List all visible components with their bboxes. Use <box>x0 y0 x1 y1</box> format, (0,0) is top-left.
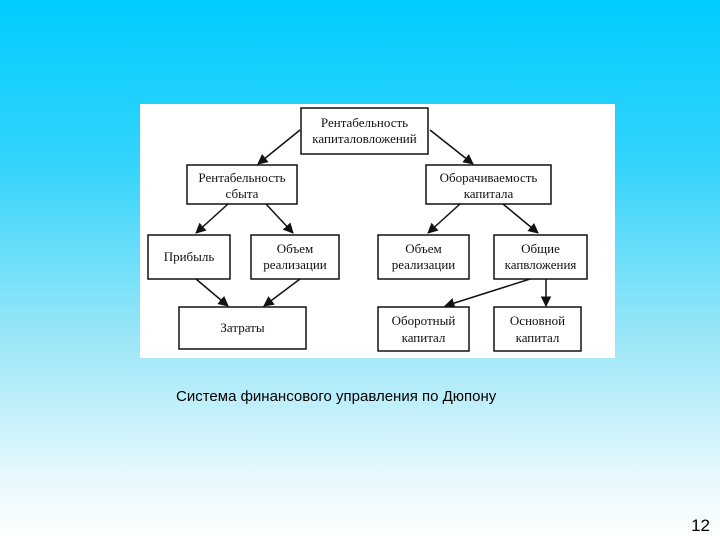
node-rentabelnost-kapitalovlozheniy: Рентабельность капиталовложений <box>300 107 429 155</box>
node-label-line: капиталовложений <box>312 131 416 146</box>
node-rentabelnost-sbyta: Рентабельность сбыта <box>186 164 298 205</box>
node-label-line: капитал <box>516 330 560 345</box>
arrow-rok-to-rs <box>257 129 301 165</box>
slide-number: 12 <box>691 516 710 535</box>
node-label-line: Прибыль <box>164 249 215 264</box>
node-osnovnoy-kapital: Основной капитал <box>493 306 582 352</box>
node-label-line: реализации <box>263 257 327 272</box>
diagram-canvas: Рентабельность капиталовложений Рентабел… <box>147 107 588 352</box>
node-label-line: Основной <box>510 313 565 328</box>
node-oborachivaemost-kapitala: Оборачиваемость капитала <box>425 164 552 205</box>
node-label-line: Рентабельность <box>321 115 408 130</box>
node-label-line: реализации <box>392 257 456 272</box>
node-label-line: капвложения <box>505 257 577 272</box>
node-pribyl: Прибыль <box>147 234 231 280</box>
node-label-line: сбыта <box>226 186 259 201</box>
node-label-line: Общие <box>521 241 560 256</box>
node-zatraty: Затраты <box>178 306 307 350</box>
arrow-ok-to-obr2 <box>427 203 461 234</box>
connectors <box>195 129 552 309</box>
node-label-line: Объем <box>277 241 313 256</box>
arrow-obr1-to-zatraty <box>263 278 301 307</box>
node-label-line: капитал <box>402 330 446 345</box>
arrow-ok-to-okvl <box>502 203 539 234</box>
node-label-line: Затраты <box>220 320 264 335</box>
node-obem-realizatsii-left: Объем реализации <box>250 234 340 280</box>
dupont-diagram: Рентабельность капиталовложений Рентабел… <box>140 104 615 358</box>
arrow-okvl-to-obk <box>443 278 531 309</box>
node-label-line: Рентабельность <box>198 170 285 185</box>
arrow-rs-to-pribyl <box>195 203 229 234</box>
node-oborotnyy-kapital: Оборотный капитал <box>377 306 470 352</box>
diagram-caption: Система финансового управления по Дюпону <box>176 388 497 405</box>
arrow-pribyl-to-zatraty <box>195 278 229 307</box>
node-label-line: Оборотный <box>392 313 456 328</box>
node-label-line: Оборачиваемость <box>440 170 538 185</box>
node-obem-realizatsii-right: Объем реализации <box>377 234 470 280</box>
arrow-rok-to-ok <box>429 129 474 165</box>
node-label-line: Объем <box>405 241 441 256</box>
node-obshchie-kapvlozheniya: Общие капвложения <box>493 234 588 280</box>
arrow-rs-to-obr1 <box>265 203 294 234</box>
node-label-line: капитала <box>464 186 514 201</box>
